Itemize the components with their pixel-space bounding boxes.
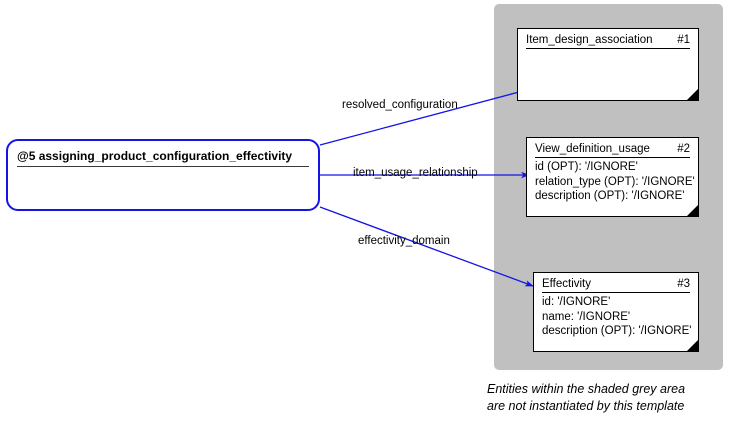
entity-attribute: name: '/IGNORE' <box>542 310 631 323</box>
entity-number: #2 <box>677 143 690 155</box>
entity-box-item-design-association[interactable]: Item_design_association #1 <box>517 28 699 101</box>
entity-box-effectivity[interactable]: Effectivity #3 id: '/IGNORE' name: '/IGN… <box>533 272 699 352</box>
corner-fold-icon <box>687 89 698 100</box>
entity-name: Effectivity <box>542 278 591 290</box>
entity-header: View_definition_usage #2 <box>535 143 690 158</box>
entity-attributes: id: '/IGNORE' name: '/IGNORE' descriptio… <box>542 295 692 339</box>
entity-header: Item_design_association #1 <box>526 34 690 49</box>
entity-number: #3 <box>677 278 690 290</box>
template-box-assigning-product-configuration-effectivity[interactable]: @5 assigning_product_configuration_effec… <box>6 139 320 211</box>
caption-line-1: Entities within the shaded grey area <box>487 382 686 396</box>
caption-line-2: are not instantiated by this template <box>487 399 685 413</box>
entity-attribute: id (OPT): '/IGNORE' <box>535 161 638 173</box>
entity-box-view-definition-usage[interactable]: View_definition_usage #2 id (OPT): '/IGN… <box>526 137 699 217</box>
edge-resolved-configuration <box>319 86 535 146</box>
entity-number: #1 <box>677 34 690 46</box>
edge-label-resolved-configuration: resolved_configuration <box>342 99 458 111</box>
edge-effectivity-domain <box>319 206 534 287</box>
entity-attribute: relation_type (OPT): '/IGNORE' <box>535 175 695 188</box>
template-box-title: @5 assigning_product_configuration_effec… <box>17 149 309 167</box>
entity-attributes: id (OPT): '/IGNORE' relation_type (OPT):… <box>535 160 695 204</box>
caption: Entities within the shaded grey area are… <box>487 381 685 415</box>
entity-attribute: description (OPT): '/IGNORE' <box>535 190 685 202</box>
corner-fold-icon <box>687 340 698 351</box>
entity-attribute: id: '/IGNORE' <box>542 296 611 308</box>
entity-attribute: description (OPT): '/IGNORE' <box>542 325 692 337</box>
entity-name: Item_design_association <box>526 34 653 46</box>
corner-fold-icon <box>687 205 698 216</box>
entity-name: View_definition_usage <box>535 143 650 155</box>
entity-header: Effectivity #3 <box>542 278 690 293</box>
edge-label-effectivity-domain: effectivity_domain <box>358 235 450 247</box>
edge-label-item-usage-relationship: item_usage_relationship <box>353 167 478 179</box>
